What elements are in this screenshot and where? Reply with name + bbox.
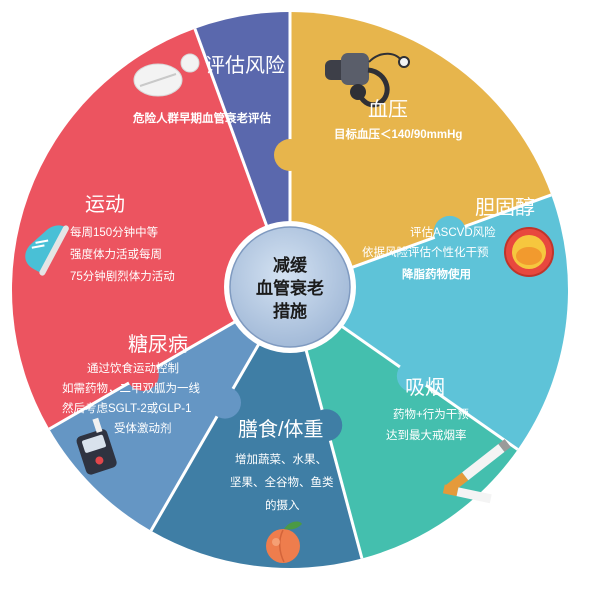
segment-text-line: 评估ASCVD风险	[410, 225, 496, 239]
glucose-meter-icon	[76, 417, 117, 475]
wedge-diabetes	[49, 290, 291, 531]
segment-text-line: 每周150分钟中等	[70, 225, 158, 239]
center-title-line: 减缓	[273, 255, 308, 275]
center-title-line: 措施	[273, 301, 307, 321]
pill-icon	[133, 53, 200, 97]
puzzle-knob	[126, 359, 159, 391]
segment-text-line: 的摄入	[265, 498, 300, 512]
segment-text-line: 药物+行为干预	[393, 407, 469, 421]
segment-diabetes: 糖尿病 通过饮食运动控制 如需药物，二甲双胍为一线 然后考虑SGLT-2或GLP…	[62, 333, 200, 475]
center-title-line: 血管衰老	[256, 278, 324, 298]
segment-text-line: 坚果、全谷物、鱼类	[230, 475, 334, 489]
segment-title: 血压	[368, 98, 408, 121]
segment-text-line: 75分钟剧烈体力活动	[70, 269, 175, 283]
segment-text-line: 依据风险评估个性化干预	[362, 245, 489, 259]
segment-text-line: 降脂药物使用	[402, 267, 471, 281]
segment-text-line: 然后考虑SGLT-2或GLP-1	[62, 401, 192, 415]
segment-text-line: 达到最大戒烟率	[386, 428, 467, 442]
puzzle-knob	[209, 386, 241, 419]
puzzle-knob	[274, 139, 306, 171]
segment-title: 运动	[85, 193, 125, 216]
blocked-artery-icon	[504, 227, 554, 277]
sneaker-icon	[25, 225, 69, 276]
puzzle-knob	[396, 360, 429, 393]
puzzle-knob	[433, 215, 466, 248]
segment-exercise: 运动 每周150分钟中等 强度体力活或每周 75分钟剧烈体力活动	[25, 193, 175, 283]
segment-cholesterol: 胆固醇 评估ASCVD风险 依据风险评估个性化干预 降脂药物使用	[362, 196, 554, 281]
segment-text-line: 受体激动剂	[114, 421, 172, 435]
segment-text-line: 强度体力活或每周	[70, 247, 162, 261]
segment-risk-assess: 评估风险 危险人群早期血管衰老评估	[132, 53, 285, 125]
blood-pressure-monitor-icon	[325, 52, 410, 108]
segment-blood-pressure: 血压 目标血压＜140/90mmHg	[325, 52, 462, 141]
segment-title: 糖尿病	[128, 333, 188, 356]
segment-text-line: 危险人群早期血管衰老评估	[132, 111, 271, 125]
segment-text-line: 增加蔬菜、水果、	[235, 452, 327, 466]
segment-diet-weight: 膳食/体重 增加蔬菜、水果、 坚果、全谷物、鱼类 的摄入	[230, 418, 334, 563]
segment-title: 胆固醇	[475, 196, 535, 219]
peach-icon	[266, 521, 302, 563]
segment-text-line: 如需药物，二甲双胍为一线	[62, 381, 200, 395]
segment-title: 吸烟	[405, 376, 445, 399]
wedge-cholesterol	[290, 194, 568, 450]
puzzle-knob	[310, 409, 343, 442]
center-hub: 减缓 血管衰老 措施	[224, 221, 356, 353]
segment-text-line: 通过饮食运动控制	[87, 361, 179, 375]
segment-smoking: 吸烟 药物+行为干预 达到最大戒烟率	[386, 376, 511, 504]
cigarette-icon	[442, 439, 511, 504]
segment-title: 评估风险	[205, 54, 285, 77]
segment-text-line: 目标血压＜140/90mmHg	[334, 127, 462, 141]
segment-title: 膳食/体重	[238, 418, 324, 441]
wedge-diet-weight	[151, 290, 362, 569]
